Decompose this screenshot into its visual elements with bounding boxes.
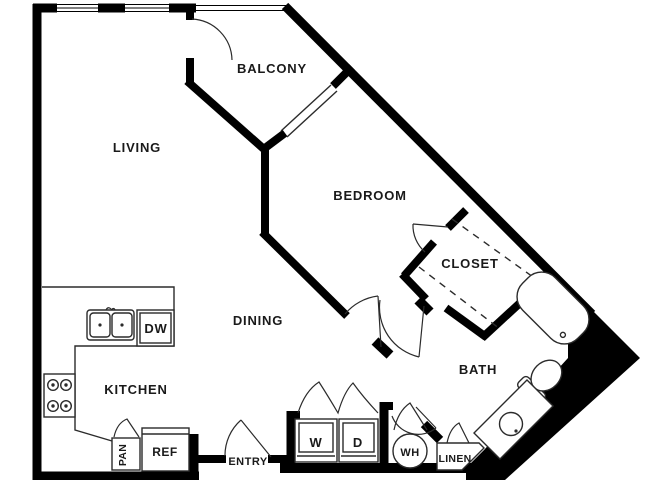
- wall-wh-linen-jamb: [420, 420, 444, 444]
- dishwasher-label: DW: [144, 321, 167, 336]
- closet-door: [412, 223, 449, 253]
- pantry-door: [113, 418, 140, 438]
- wall-bedroom-door-jamb: [371, 337, 394, 359]
- bedroom-door: [344, 295, 382, 348]
- laundry-bifold-doors: [297, 381, 379, 415]
- vanity-faucet-dot: [514, 429, 518, 433]
- wall-sliding-stub-right: [330, 64, 355, 89]
- dishwasher: [136, 309, 175, 347]
- stove: [43, 373, 76, 418]
- balcony-railing: [196, 4, 289, 12]
- washer-label: W: [309, 435, 322, 450]
- dryer-label: D: [353, 435, 363, 450]
- sliding-glass-door: [280, 84, 338, 138]
- faucet-icon: [105, 307, 116, 311]
- refrigerator: [141, 427, 190, 472]
- closet-rod-2: [418, 266, 501, 330]
- interior-walls: [184, 4, 549, 470]
- bath-door: [391, 406, 437, 435]
- bathroom-fixtures: [473, 271, 590, 460]
- bath-label: BATH: [459, 362, 497, 377]
- kitchen-counter: [42, 286, 175, 442]
- balcony-label: BALCONY: [237, 61, 307, 76]
- entry-door: [224, 419, 272, 458]
- bathtub: [516, 271, 590, 345]
- vanity-sink: [498, 411, 524, 437]
- window-top-1: [57, 3, 98, 13]
- hall-door: [378, 299, 425, 358]
- bedroom-label: BEDROOM: [333, 188, 407, 203]
- water-heater-door: [393, 402, 428, 431]
- wall-living-balcony-diag: [184, 78, 268, 153]
- linen-door: [446, 422, 470, 444]
- bath-vanity: [473, 379, 554, 460]
- kitchen-label: KITCHEN: [104, 382, 167, 397]
- room-labels: LIVING BALCONY BEDROOM CLOSET DINING KIT…: [104, 61, 498, 468]
- washer: [294, 418, 338, 463]
- wall-closet-nw-2: [401, 239, 437, 279]
- sliding-door-panel-2: [286, 90, 338, 138]
- balcony-door-arc: [191, 18, 233, 61]
- dining-label: DINING: [233, 313, 283, 328]
- refrigerator-label: REF: [152, 445, 178, 459]
- wall-closet-nw-1: [445, 207, 469, 231]
- water-heater: [392, 433, 428, 469]
- sliding-door-panel-1: [280, 84, 332, 132]
- kitchen-fixtures: [42, 286, 190, 472]
- pantry: [111, 437, 141, 471]
- closet-label: CLOSET: [441, 256, 499, 271]
- kitchen-sink: [86, 307, 135, 341]
- dryer: [338, 418, 379, 463]
- wall-closet-sw: [399, 271, 429, 302]
- linen-label: LINEN: [439, 453, 472, 465]
- entry-label: ENTRY: [228, 456, 268, 468]
- wall-northeast-diagonal: [281, 2, 596, 318]
- linen-closet: [436, 442, 485, 471]
- wall-closet-south: [443, 304, 489, 341]
- pantry-label: PAN: [117, 444, 129, 466]
- doors: [113, 18, 470, 458]
- window-top-2: [125, 3, 169, 13]
- water-heater-label: WH: [400, 447, 419, 459]
- living-label: LIVING: [113, 140, 161, 155]
- wall-dining-bedroom-diag: [259, 229, 350, 319]
- laundry-fixtures: [294, 418, 485, 471]
- windows: [57, 3, 289, 13]
